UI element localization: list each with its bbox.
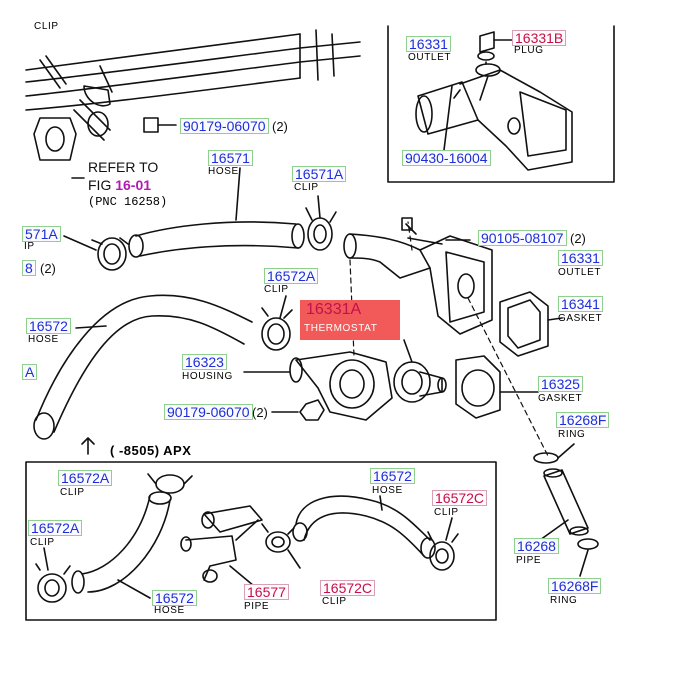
pipe-right-caption: PIPE	[516, 555, 542, 566]
edge-part-2[interactable]: 8	[22, 260, 36, 276]
thermostat-number[interactable]: 16331A	[306, 301, 362, 318]
hose-upper-number[interactable]: 16571	[208, 150, 253, 166]
leader-dashed-3	[407, 221, 413, 251]
arrow-drawing	[81, 437, 95, 455]
housing-number[interactable]: 16323	[182, 354, 227, 370]
ring-16268F-lower-drawing	[577, 538, 599, 577]
refer-fig-number[interactable]: 16-01	[115, 177, 152, 193]
flange-gasket-left	[33, 117, 85, 179]
bottom-hose-right-drawing	[292, 495, 436, 559]
bottom-clip-a-left-number[interactable]: 16572A	[28, 520, 83, 536]
refer-to-text: REFER TO	[88, 159, 159, 175]
edge-qty-2: (2)	[40, 261, 56, 276]
pipe-16268-drawing	[539, 468, 589, 541]
bottom-clip-c-top-caption: CLIP	[434, 507, 459, 518]
ring-lower-caption: RING	[550, 595, 578, 606]
housing-caption: HOUSING	[182, 371, 233, 382]
inset-frame	[387, 25, 615, 183]
bottom-hose-bottom-number[interactable]: 16572	[152, 590, 197, 606]
clip-upper-caption: CLIP	[294, 182, 319, 193]
nut-qty: (2)	[252, 405, 268, 420]
refer-fig-line: FIG 16-01	[88, 178, 151, 192]
edge-caption-1: IP	[24, 241, 35, 252]
inset-plug-caption: PLUG	[514, 45, 544, 56]
bolt-right-number[interactable]: 90105-08107	[478, 230, 567, 246]
inset-plug-number[interactable]: 16331B	[512, 30, 567, 46]
gasket-mid-number[interactable]: 16325	[538, 376, 583, 392]
clip-left-drawing	[63, 235, 129, 271]
gasket-16341-drawing	[499, 291, 563, 357]
outlet-number[interactable]: 16331	[558, 250, 603, 266]
bottom-clip-a-top-number[interactable]: 16572A	[58, 470, 113, 486]
housing-16323-drawing	[243, 351, 393, 421]
bottom-hose-left-drawing	[81, 491, 172, 599]
top-left-tube-assembly	[25, 29, 361, 141]
hose-upper-caption: HOSE	[208, 166, 239, 177]
bottom-clip-left-drawing	[35, 547, 85, 603]
nut-number[interactable]: 90179-06070	[164, 404, 253, 420]
thermostat-highlight[interactable]: 16331A THERMOSTAT	[300, 300, 400, 340]
inset-outlet-drawing	[415, 31, 573, 171]
ring-lower-number[interactable]: 16268F	[548, 578, 602, 594]
bottom-clip-c-bottom-caption: CLIP	[322, 596, 347, 607]
apx-range-text: ( -8505) APX	[110, 443, 192, 458]
bottom-hose-bottom-caption: HOSE	[154, 605, 185, 616]
bottom-pipe-16577-drawing	[180, 505, 263, 587]
hose-16572-left-drawing	[33, 294, 253, 440]
clip-16572A-mid-drawing	[261, 295, 293, 351]
bolt-top-left	[143, 117, 177, 133]
gasket-mid-caption: GASKET	[538, 393, 583, 404]
gasket-right-caption: GASKET	[558, 313, 603, 324]
bottom-clip-mid-drawing	[261, 523, 301, 569]
edge-part-1[interactable]: 571A	[22, 226, 61, 242]
inset-stud-number[interactable]: 90430-16004	[402, 150, 491, 166]
clip-upper-number[interactable]: 16571A	[292, 166, 347, 182]
edge-part-3[interactable]: A	[22, 364, 38, 380]
ring-upper-caption: RING	[558, 429, 586, 440]
gasket-16325-drawing	[455, 355, 539, 419]
bottom-clip-a-left-caption: CLIP	[30, 537, 55, 548]
thermostat-caption: THERMOSTAT	[304, 323, 378, 334]
hose-16571-drawing	[128, 167, 305, 258]
pipe-right-number[interactable]: 16268	[514, 538, 559, 554]
inset-outlet-number[interactable]: 16331	[406, 36, 451, 52]
bolt-top-left-number[interactable]: 90179-06070	[180, 118, 269, 134]
hose-left-number[interactable]: 16572	[26, 318, 71, 334]
gasket-right-number[interactable]: 16341	[558, 296, 603, 312]
outlet-16331-drawing	[343, 217, 493, 335]
bottom-clip-c-top-number[interactable]: 16572C	[432, 490, 488, 506]
outlet-caption: OUTLET	[558, 267, 602, 278]
hose-left-caption: HOSE	[28, 334, 59, 345]
clip-mid-number[interactable]: 16572A	[264, 268, 319, 284]
clip-top-left-caption: CLIP	[34, 21, 59, 32]
nut-mid-drawing	[271, 399, 325, 421]
bottom-hose-top-caption: HOSE	[372, 485, 403, 496]
bottom-clip-top-drawing	[147, 473, 193, 494]
thermostat-drawing	[393, 339, 447, 403]
clip-16571A-drawing	[305, 195, 337, 251]
ring-upper-number[interactable]: 16268F	[556, 412, 610, 428]
bottom-pipe-number[interactable]: 16577	[244, 584, 289, 600]
refer-pnc: (PNC 16258)	[88, 195, 168, 209]
refer-fig-prefix: FIG	[88, 177, 112, 193]
bottom-box-frame	[25, 461, 497, 621]
bottom-hose-top-number[interactable]: 16572	[370, 468, 415, 484]
bolt-right-qty: (2)	[570, 231, 586, 246]
bottom-clip-a-top-caption: CLIP	[60, 487, 85, 498]
leader-dashed-2	[467, 297, 549, 457]
bottom-clip-right-drawing	[427, 517, 459, 571]
clip-mid-caption: CLIP	[264, 284, 289, 295]
bottom-pipe-caption: PIPE	[244, 601, 270, 612]
bottom-clip-c-bottom-number[interactable]: 16572C	[320, 580, 376, 596]
ring-16268F-upper-drawing	[533, 443, 575, 464]
inset-outlet-caption: OUTLET	[408, 52, 452, 63]
bolt-top-left-qty: (2)	[272, 119, 288, 134]
